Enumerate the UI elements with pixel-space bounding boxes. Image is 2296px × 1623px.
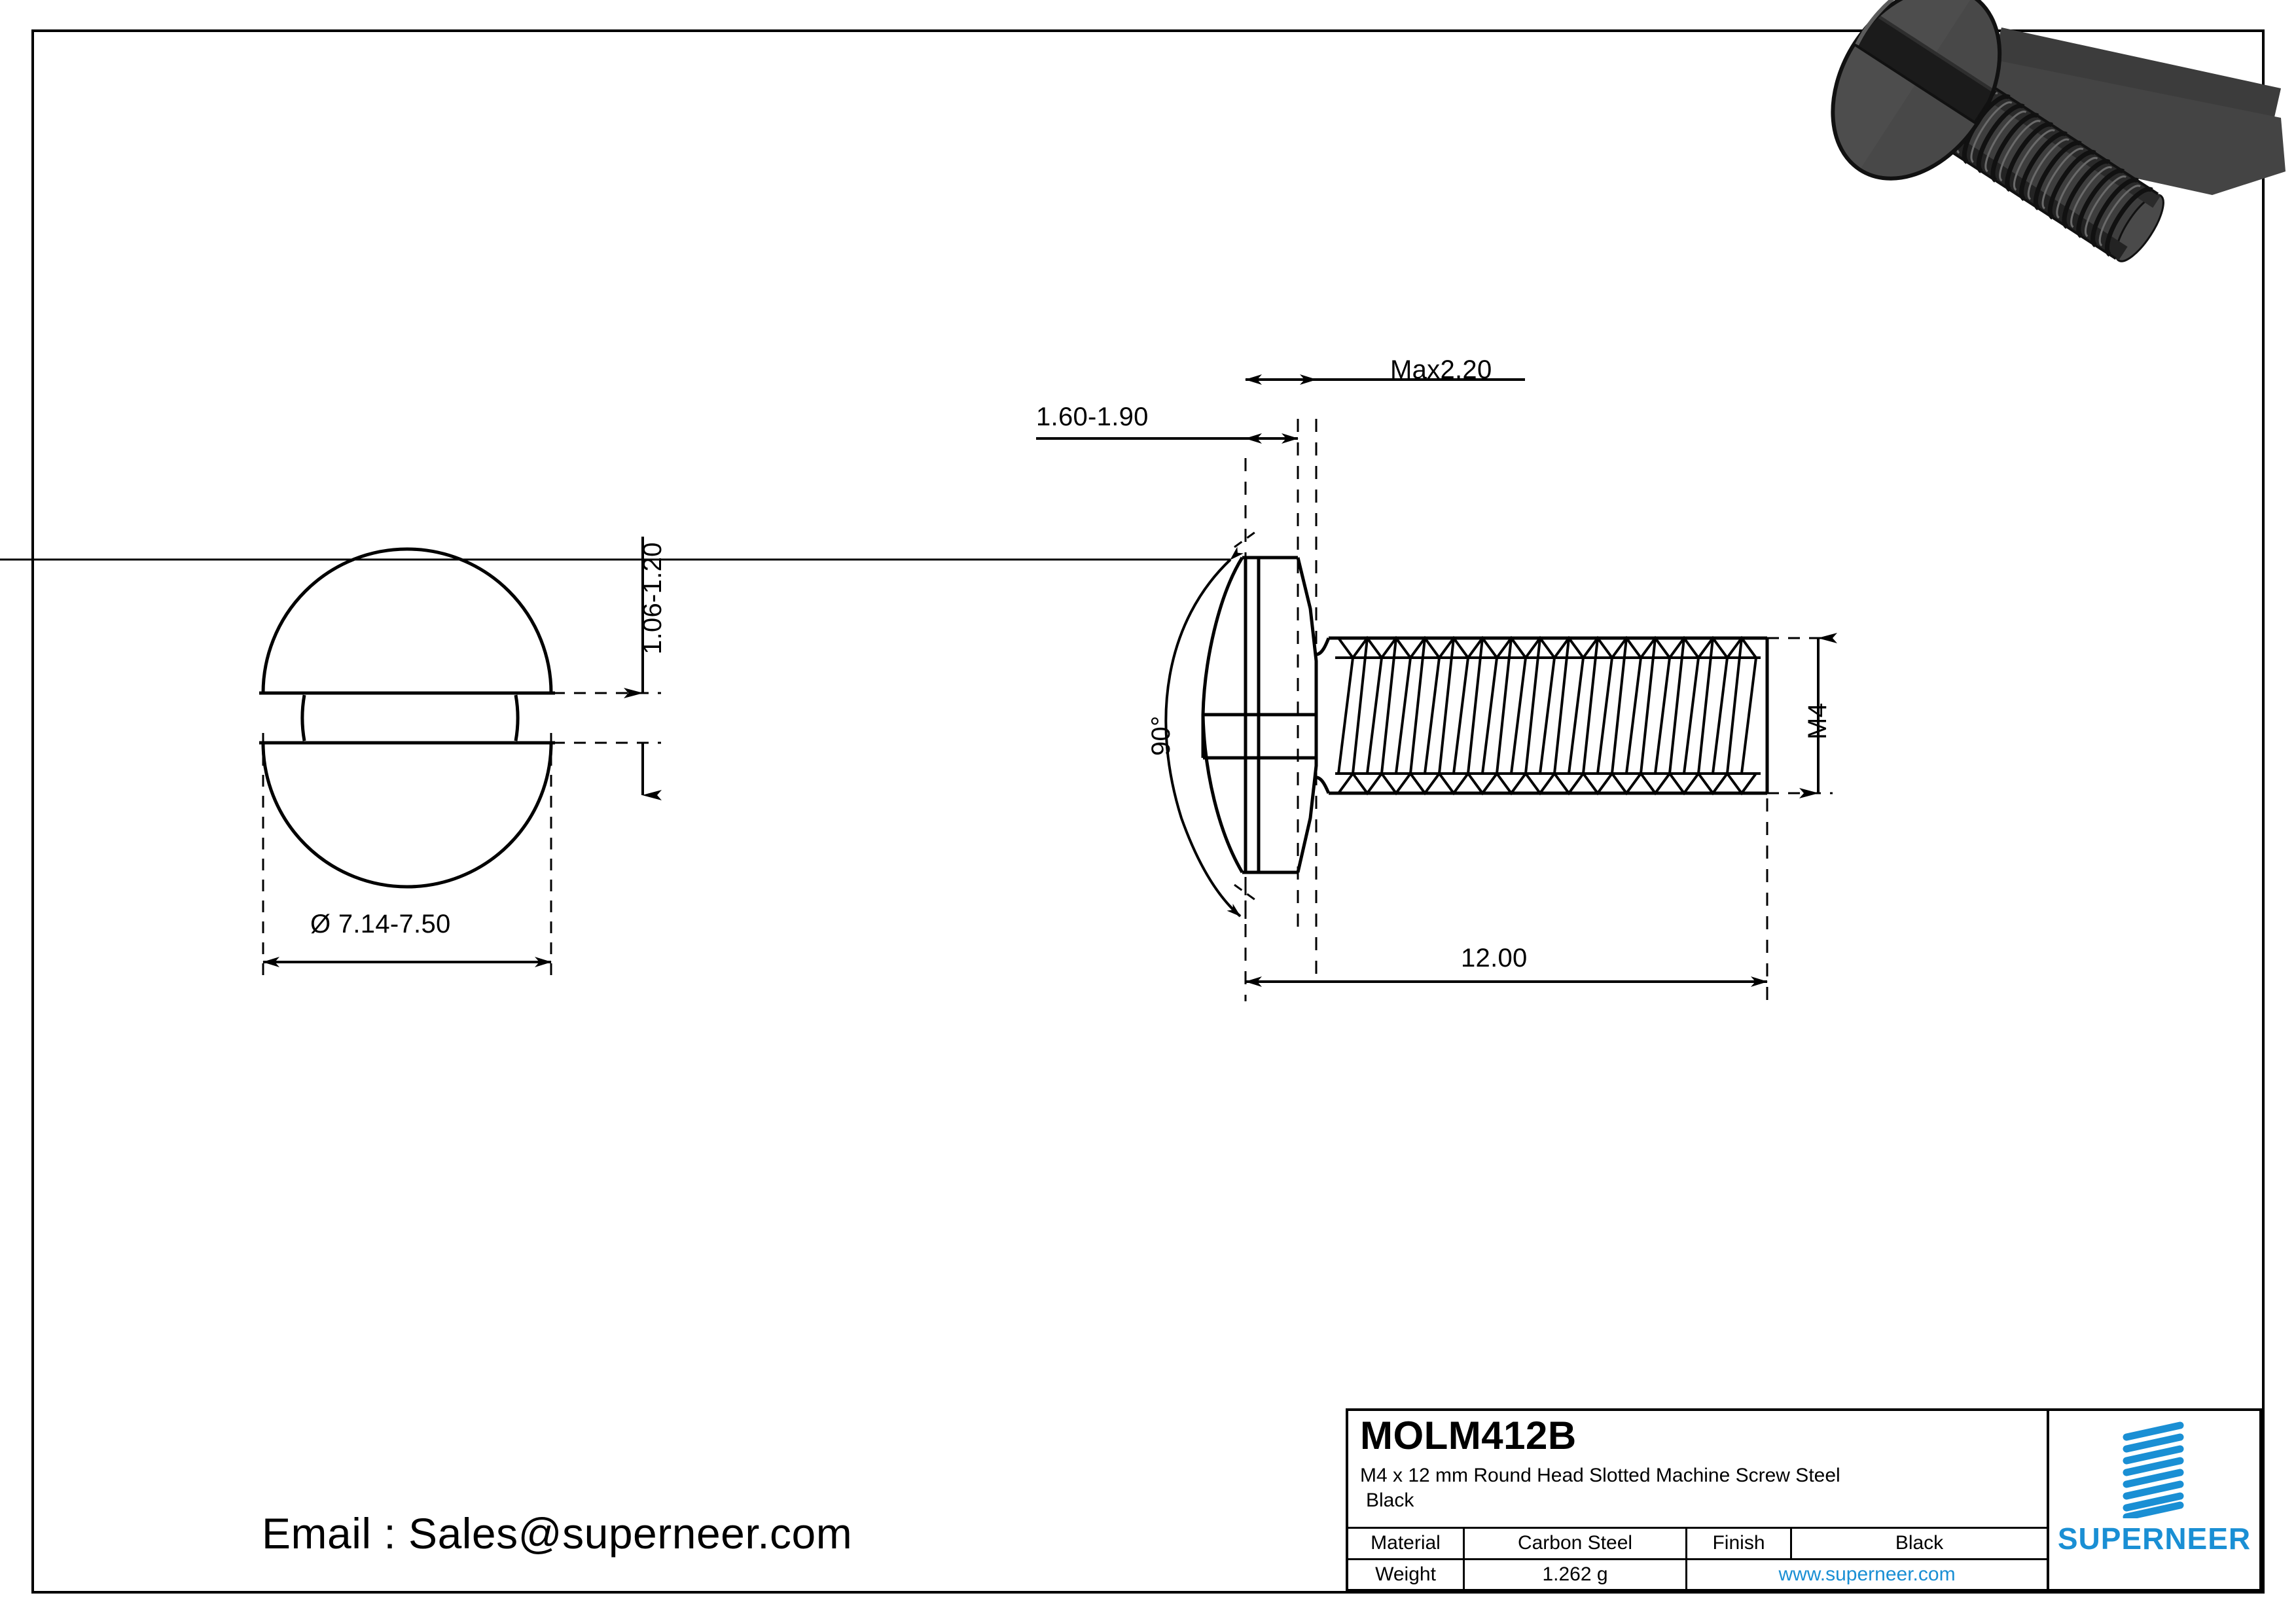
weight-label: Weight [1348, 1560, 1465, 1589]
dim-head-angle: 90° [1147, 715, 1175, 756]
logo-stripes-icon [2123, 1421, 2183, 1518]
title-block-row-material: Material Carbon Steel Finish Black [1348, 1529, 2047, 1560]
material-label: Material [1348, 1529, 1465, 1558]
drawing-frame-border [31, 29, 2265, 1594]
part-description-line-2: Black [1366, 1489, 1414, 1512]
website-link[interactable]: www.superneer.com [1778, 1563, 1956, 1585]
finish-value: Black [1895, 1532, 1944, 1554]
title-block-header: MOLM412B M4 x 12 mm Round Head Slotted M… [1348, 1411, 2047, 1529]
title-block-left-section: MOLM412B M4 x 12 mm Round Head Slotted M… [1348, 1411, 2049, 1589]
title-block-row-weight: Weight 1.262 g www.superneer.com [1348, 1560, 2047, 1589]
weight-value: 1.262 g [1465, 1560, 1687, 1589]
dim-head-diameter: Ø 7.14-7.50 [310, 910, 451, 938]
part-number: MOLM412B [1360, 1414, 1577, 1457]
dim-length: 12.00 [1461, 944, 1528, 972]
dim-slot-width: 1.06-1.20 [638, 542, 667, 654]
dim-thread-size: M4 [1803, 702, 1832, 740]
title-block: MOLM412B M4 x 12 mm Round Head Slotted M… [1346, 1408, 2262, 1592]
dim-head-height: Max2.20 [1390, 355, 1492, 384]
title-block-logo-section: SUPERNEER [2049, 1411, 2259, 1589]
material-value: Carbon Steel [1465, 1529, 1687, 1558]
part-description-line-1: M4 x 12 mm Round Head Slotted Machine Sc… [1360, 1465, 1840, 1486]
email-contact-text: Email : Sales@superneer.com [262, 1509, 853, 1558]
dim-slot-depth: 1.60-1.90 [1036, 402, 1149, 431]
brand-name: SUPERNEER [2057, 1522, 2251, 1556]
finish-label: Finish [1687, 1529, 1792, 1558]
superneer-logo-icon [2049, 1420, 2259, 1518]
